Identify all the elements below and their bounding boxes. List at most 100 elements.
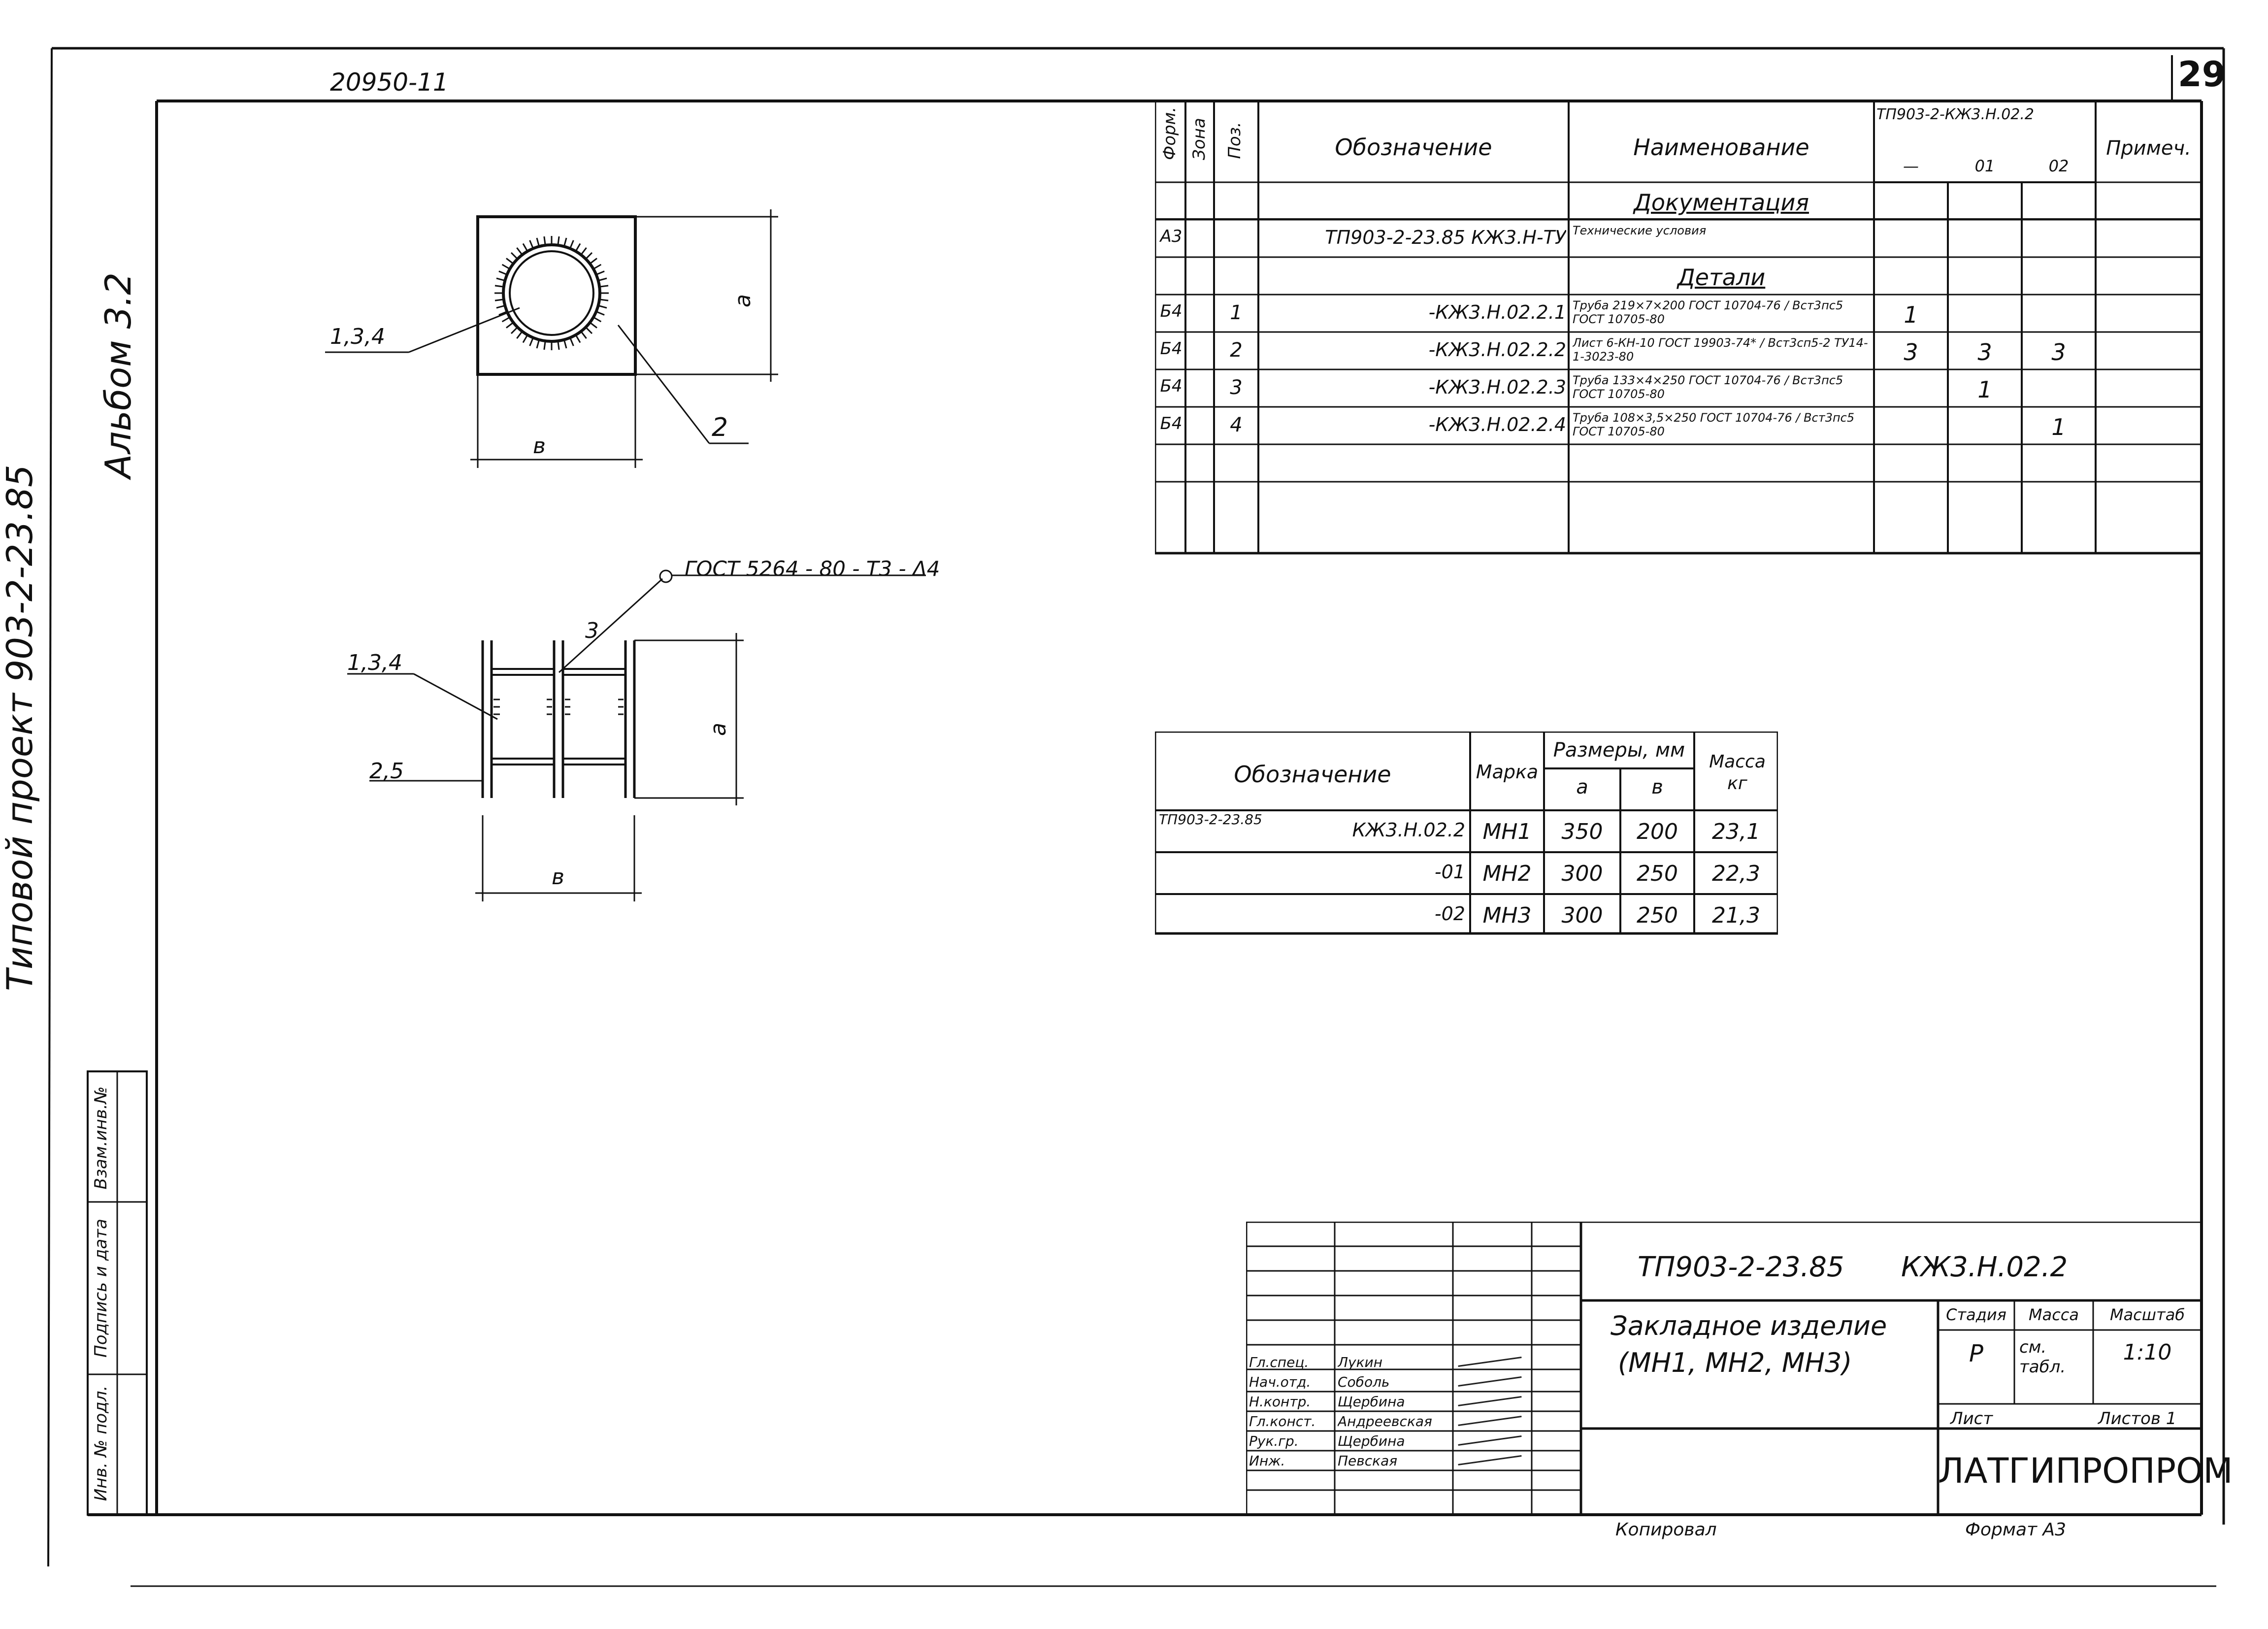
stamp-replace-label: Взам.инв.№: [91, 1086, 111, 1190]
staff-row: Н.контр. Щербина: [1246, 1392, 1581, 1411]
spec-designation: -КЖ3.Н.02.2.1: [1428, 301, 1566, 323]
size-b: 250: [1637, 903, 1678, 928]
spec-name: Труба 219×7×200 ГОСТ 10704-76 / Вст3пс5 …: [1573, 299, 1843, 326]
staff-row: Нач.отд.Соболь: [1246, 1372, 1581, 1392]
spec-header-var-1: 01: [1974, 157, 1995, 175]
scale-value: 1:10: [2123, 1340, 2172, 1365]
title-code: ТП903-2-23.85: [1638, 1251, 1844, 1283]
size-header-b: в: [1651, 776, 1663, 798]
size-designation-prefix: ТП903-2-23.85: [1159, 811, 1262, 828]
side-view-pos-3: 3: [585, 618, 599, 643]
signature-mark: [1458, 1455, 1522, 1466]
staff-row: Рук.гр.Щербина: [1246, 1431, 1581, 1451]
spec-designation: -КЖ3.Н.02.2.2: [1428, 339, 1566, 361]
signature-mark: [1458, 1415, 1522, 1427]
staff-name: Андреевская: [1338, 1413, 1432, 1430]
staff-role: Н.контр.: [1249, 1394, 1311, 1410]
spec-designation: -КЖ3.Н.02.2.4: [1428, 414, 1566, 435]
spec-name: Труба 133×4×250 ГОСТ 10704-76 / Вст3пс5 …: [1573, 373, 1843, 401]
spec-qty: 1: [2051, 414, 2066, 440]
side-view-dim-a: а: [705, 723, 731, 736]
staff-name: Щербина: [1338, 1394, 1405, 1410]
size-b: 250: [1637, 861, 1678, 886]
spec-qty: 3: [1904, 339, 1918, 366]
spec-row: [1155, 444, 2202, 482]
archive-number: 20950-11: [330, 68, 449, 97]
title-doc: КЖ3.Н.02.2: [1901, 1251, 2068, 1283]
spec-row: Документация: [1155, 182, 2202, 220]
org-name: ЛАТГИПРОПРОМ: [1938, 1451, 2233, 1491]
top-view-pos-label: 1,3,4: [330, 324, 385, 349]
top-view-plate-label: 2: [712, 413, 728, 442]
staff-role: Гл.конст.: [1249, 1413, 1316, 1430]
spec-name: Технические условия: [1573, 224, 1707, 237]
size-a: 300: [1561, 903, 1603, 928]
project-label: Типовой проект 903-2-23.85: [0, 465, 40, 991]
signature-mark: [1458, 1435, 1522, 1446]
signature-mark: [1458, 1376, 1522, 1387]
stamp-sign-label: Подпись и дата: [91, 1219, 111, 1358]
sheets-label: Листов 1: [2098, 1409, 2177, 1429]
staff-row: Гл.конст. Андреевская: [1246, 1411, 1581, 1431]
size-header-designation: Обозначение: [1234, 761, 1391, 788]
size-header-sizes: Размеры, мм: [1553, 739, 1685, 762]
staff-name: Соболь: [1338, 1374, 1390, 1390]
mass-header: Масса: [2028, 1305, 2079, 1324]
spec-pos: 4: [1230, 414, 1243, 436]
size-designation: КЖ3.Н.02.2: [1352, 819, 1465, 841]
size-mark: МН1: [1482, 819, 1532, 844]
title-line-2: (МН1, МН2, МН3): [1618, 1347, 1852, 1378]
top-view-dim-b: в: [533, 433, 546, 459]
stage-value: Р: [1969, 1340, 1983, 1367]
spec-format: А3: [1160, 227, 1183, 246]
staff-row: Гл.спец.Лукин: [1246, 1352, 1581, 1372]
side-view-pos-label-2: 2,5: [369, 759, 404, 784]
size-designation: -02: [1434, 903, 1465, 925]
mass-value: см. табл.: [2019, 1337, 2066, 1377]
copied-label: Копировал: [1615, 1520, 1717, 1540]
staff-role: Инж.: [1249, 1453, 1285, 1469]
spec-header-name: Наименование: [1633, 134, 1809, 161]
title-line-1: Закладное изделие: [1611, 1310, 1887, 1341]
staff-name: Щербина: [1338, 1433, 1405, 1449]
staff-row: Инж. Певская: [1246, 1451, 1581, 1470]
staff-name: Певская: [1338, 1453, 1398, 1469]
spec-format: Б4: [1160, 414, 1183, 433]
size-table: [1155, 731, 1778, 935]
size-mass: 22,3: [1712, 861, 1760, 886]
spec-qty: 1: [1977, 376, 1992, 403]
spec-qty: 3: [1977, 339, 1992, 366]
spec-header-project: ТП903-2-КЖ3.Н.02.2: [1876, 106, 2035, 123]
spec-qty: 3: [2051, 339, 2066, 366]
page-number: 29: [2178, 54, 2226, 95]
spec-format: Б4: [1160, 339, 1183, 359]
pipe-inner: [509, 250, 594, 336]
signature-mark: [1458, 1396, 1522, 1407]
side-view-pos-label: 1,3,4: [347, 650, 402, 675]
size-header-mass: Масса кг: [1709, 752, 1766, 794]
spec-header-var-2: 02: [2048, 157, 2069, 175]
spec-header-pos: Поз.: [1225, 122, 1245, 159]
spec-header-zone: Зона: [1189, 118, 1209, 160]
spec-pos: 3: [1230, 376, 1243, 399]
spec-format: Б4: [1160, 376, 1183, 396]
spec-header-format: Форм.: [1160, 106, 1180, 160]
spec-header-var-0: —: [1903, 157, 1919, 175]
format-label: Формат А3: [1965, 1520, 2067, 1540]
size-mass: 23,1: [1712, 819, 1760, 844]
spec-row: Детали: [1155, 257, 2202, 295]
spec-name: Детали: [1677, 264, 1766, 291]
title-block: [1246, 1222, 2202, 1515]
size-header-mark: Марка: [1476, 761, 1539, 783]
pipe-outer: [502, 243, 601, 343]
size-header-a: а: [1576, 776, 1588, 798]
spec-pos: 1: [1230, 301, 1243, 324]
spec-name: Документация: [1633, 189, 1809, 216]
stage-header: Стадия: [1946, 1305, 2006, 1324]
spec-header-note: Примеч.: [2106, 137, 2191, 160]
